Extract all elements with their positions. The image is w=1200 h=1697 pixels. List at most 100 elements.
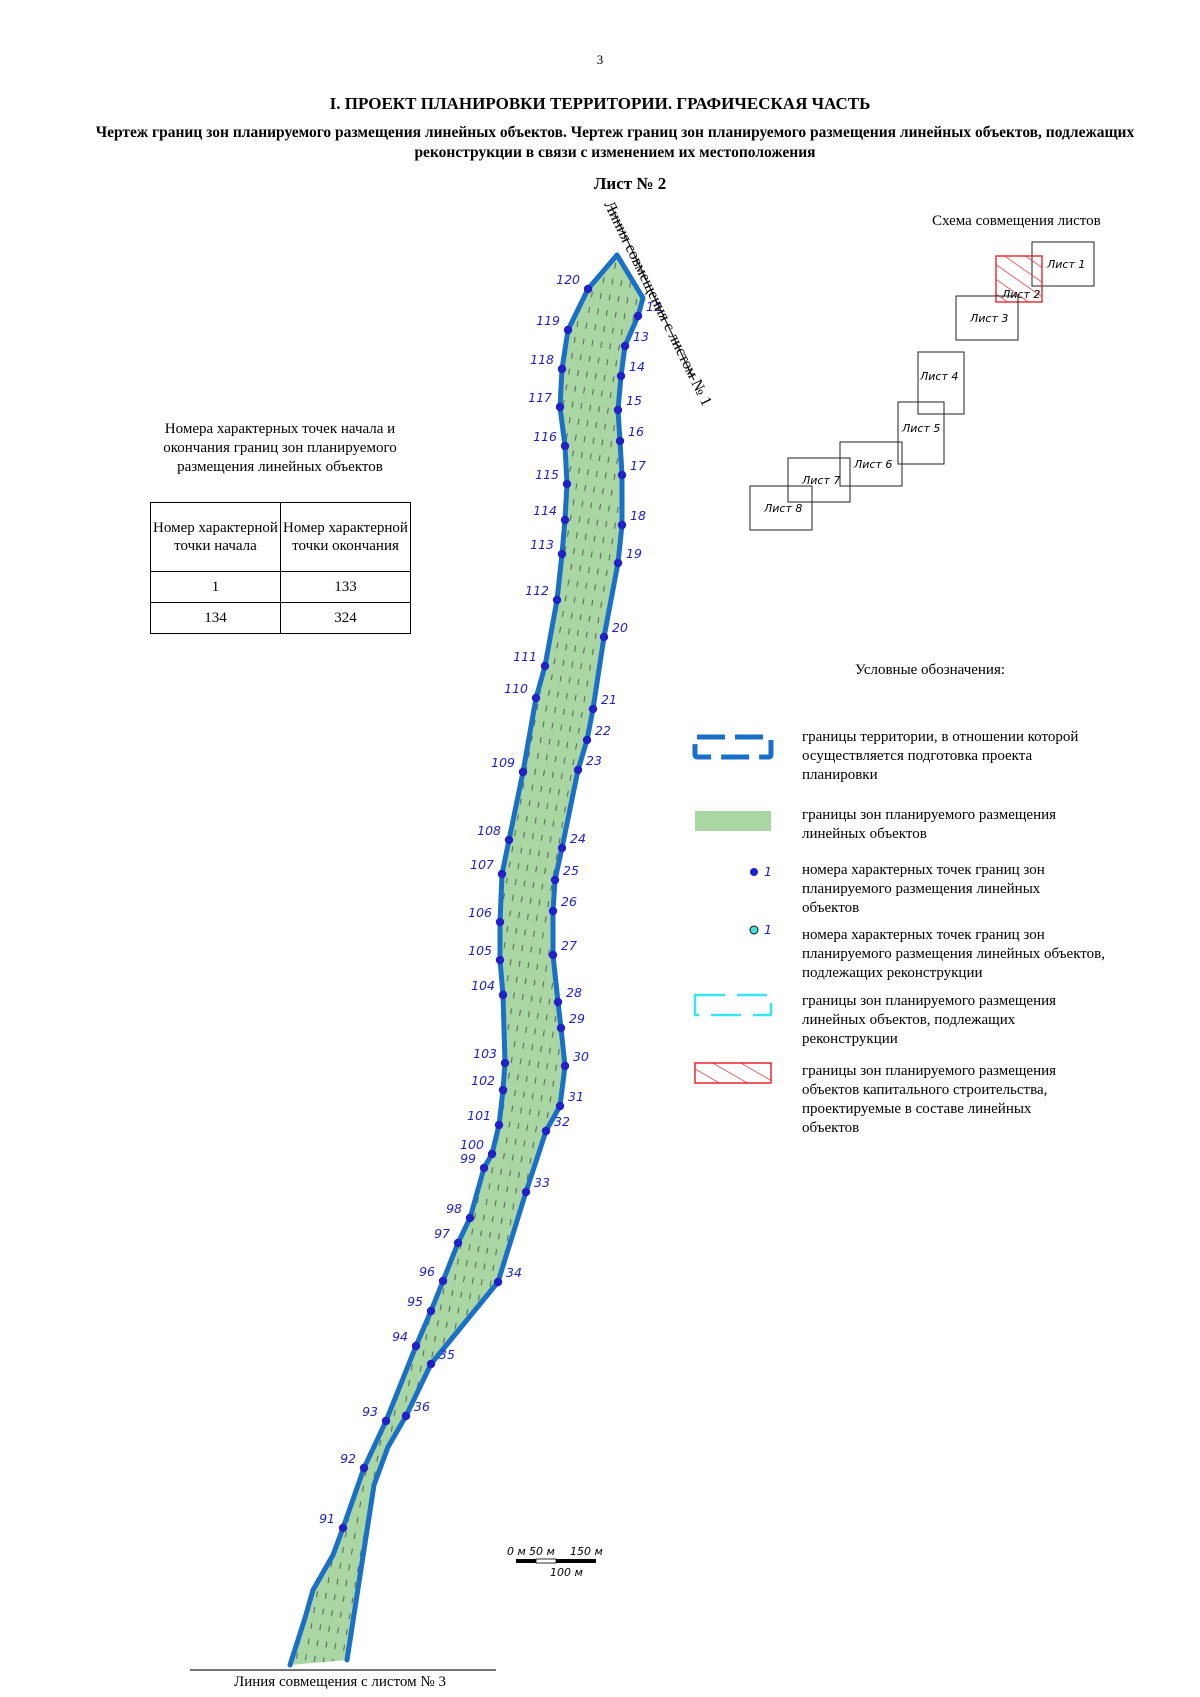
right-point-marker — [613, 558, 623, 568]
left-point-label: 98 — [446, 1201, 462, 1216]
right-point-label: 15 — [626, 393, 642, 408]
left-point-marker — [494, 1120, 504, 1130]
left-point-marker — [518, 767, 528, 777]
table-cell: 134 — [150, 602, 281, 634]
left-point-marker — [552, 595, 562, 605]
boundary-points: 1201191181171161151141131121111101091081… — [319, 272, 662, 1533]
left-point-label: 118 — [530, 352, 554, 367]
left-point-label: 114 — [533, 503, 557, 518]
right-point-marker — [426, 1359, 436, 1369]
scheme-sheet-3 — [955, 295, 1019, 341]
legend-symbol-point-reconstruct — [749, 925, 759, 935]
scheme-sheet-8-label: Лист 8 — [763, 502, 802, 515]
top-match-line — [610, 205, 695, 381]
left-point-label: 117 — [528, 390, 552, 405]
right-point-marker — [553, 997, 563, 1007]
left-point-label: 99 — [460, 1151, 476, 1166]
scheme-sheet-3-label: Лист 3 — [969, 312, 1008, 325]
sheet-scheme: Лист 1 Лист 2 Лист 3 Лист 4 Лист 5 Лист … — [749, 241, 1095, 531]
right-point-label: 26 — [561, 894, 577, 909]
points-table: Номер характерной точки начала Номер хар… — [150, 502, 411, 634]
left-point-marker — [498, 990, 508, 1000]
right-point-marker — [548, 950, 558, 960]
right-point-label: 21 — [601, 692, 617, 707]
left-point-marker — [479, 1163, 489, 1173]
right-point-marker — [550, 875, 560, 885]
left-point-label: 108 — [477, 823, 501, 838]
left-point-marker — [487, 1149, 497, 1159]
legend-item-zone: границы зон планируемого размещения лине… — [802, 807, 1057, 842]
right-point-label: 33 — [534, 1175, 550, 1190]
right-point-label: 17 — [630, 458, 646, 473]
table-cell: 1 — [150, 571, 281, 603]
right-point-marker — [493, 1277, 503, 1287]
right-point-label: 27 — [561, 938, 577, 953]
left-point-label: 107 — [470, 857, 494, 872]
scale-label-0: 0 м — [507, 1545, 526, 1558]
left-point-marker — [583, 284, 593, 294]
scale-bar: 0 м 50 м 150 м 100 м — [507, 1545, 603, 1579]
left-point-label: 101 — [467, 1108, 491, 1123]
table-row: 1 133 — [150, 571, 411, 603]
legend-item-boundary: границы территории, в отношении которой … — [802, 729, 1079, 783]
right-point-marker — [541, 1126, 551, 1136]
right-point-label: 16 — [628, 424, 644, 439]
left-point-label: 111 — [513, 649, 537, 664]
legend-symbol-zone — [695, 811, 771, 831]
left-point-label: 92 — [340, 1451, 356, 1466]
left-point-marker — [504, 835, 514, 845]
table-cell: 324 — [280, 602, 411, 634]
left-point-marker — [540, 661, 550, 671]
right-point-label: 18 — [630, 508, 646, 523]
left-point-marker — [438, 1276, 448, 1286]
table-row: 134 324 — [150, 602, 411, 634]
right-point-marker — [617, 470, 627, 480]
legend-point-reconstruct-sample: 1 — [764, 922, 772, 937]
scheme-sheet-2-label: Лист 2 — [1001, 288, 1040, 301]
scheme-sheet-2 — [995, 255, 1043, 303]
legend-symbol-point — [750, 868, 758, 876]
left-point-label: 102 — [471, 1073, 495, 1088]
left-point-label: 96 — [419, 1264, 435, 1279]
right-point-label: 12 — [646, 299, 662, 314]
right-point-marker — [548, 906, 558, 916]
right-point-label: 13 — [633, 329, 649, 344]
legend-point-sample: 1 — [764, 864, 772, 879]
legend-item-reconstruct-boundary: границы зон планируемого размещения лине… — [802, 993, 1057, 1047]
right-point-marker — [557, 843, 567, 853]
left-boundary — [287, 252, 620, 1668]
scheme-sheet-6 — [839, 441, 903, 487]
right-point-label: 24 — [570, 831, 586, 846]
scheme-sheet-5 — [897, 401, 945, 465]
left-point-label: 95 — [407, 1294, 423, 1309]
left-point-label: 91 — [319, 1511, 335, 1526]
left-point-marker — [381, 1416, 391, 1426]
left-point-marker — [557, 364, 567, 374]
legend-item-capital: границы зон планируемого размещения объе… — [802, 1063, 1057, 1136]
left-point-label: 120 — [556, 272, 580, 287]
right-point-marker — [615, 436, 625, 446]
right-point-label: 22 — [595, 723, 611, 738]
scheme-sheet-1-label: Лист 1 — [1046, 258, 1085, 271]
left-point-label: 110 — [504, 681, 528, 696]
right-point-label: 35 — [439, 1347, 455, 1362]
legend-item-point-reconstruct: номера характерных точек границ зон план… — [802, 927, 1105, 981]
scheme-sheet-5-label: Лист 5 — [901, 422, 940, 435]
left-point-marker — [411, 1341, 421, 1351]
scale-label-50: 50 м — [529, 1545, 555, 1558]
left-point-label: 100 — [460, 1137, 484, 1152]
right-point-label: 34 — [506, 1265, 522, 1280]
left-point-label: 119 — [536, 313, 560, 328]
left-point-marker — [563, 325, 573, 335]
legend-symbol-boundary — [692, 734, 774, 760]
left-point-label: 105 — [468, 943, 492, 958]
left-point-label: 97 — [434, 1226, 450, 1241]
left-point-marker — [498, 1085, 508, 1095]
left-point-marker — [557, 549, 567, 559]
left-point-marker — [426, 1306, 436, 1316]
legend-item-point: номера характерных точек границ зон план… — [802, 862, 1045, 916]
scheme-sheet-7-label: Лист 7 — [801, 474, 840, 487]
left-point-marker — [359, 1463, 369, 1473]
table-cell: 133 — [280, 571, 411, 603]
left-point-marker — [465, 1213, 475, 1223]
